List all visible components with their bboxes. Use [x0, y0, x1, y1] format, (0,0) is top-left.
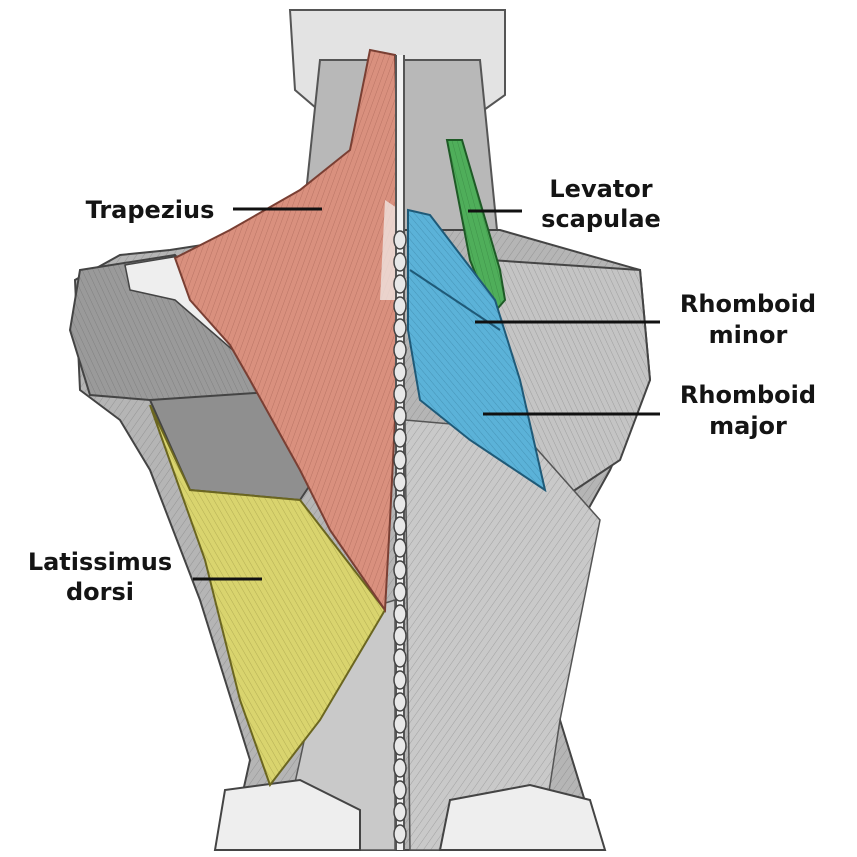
- vertebra: [393, 450, 407, 470]
- vertebral-column: [393, 55, 407, 850]
- vertebra: [393, 252, 407, 272]
- vertebra: [393, 296, 407, 316]
- vertebra: [393, 824, 407, 844]
- vertebra: [393, 384, 407, 404]
- vertebra: [393, 494, 407, 514]
- label-levator-scapulae-line2: scapulae: [541, 205, 661, 233]
- rhomboid-muscles: [407, 208, 547, 493]
- vertebra: [393, 758, 407, 778]
- vertebra: [393, 714, 407, 734]
- label-levator-scapulae-line1: Levator: [549, 175, 652, 203]
- label-trapezius: Trapezius: [86, 196, 215, 224]
- vertebra: [393, 648, 407, 668]
- vertebra: [393, 472, 407, 492]
- vertebra: [393, 516, 407, 536]
- label-rhomboid-minor-line1: Rhomboid: [680, 290, 816, 318]
- vertebra: [393, 626, 407, 646]
- levator-scapulae-muscle: [445, 139, 507, 317]
- right-iliac-crest: [438, 783, 607, 851]
- vertebra: [393, 604, 407, 624]
- label-latissimus-dorsi-line1: Latissimus: [28, 548, 172, 576]
- label-rhomboid-minor-line2: minor: [709, 321, 788, 349]
- vertebra: [393, 780, 407, 800]
- left-iliac-crest: [213, 778, 361, 851]
- vertebra: [393, 692, 407, 712]
- vertebra: [393, 230, 407, 250]
- vertebra: [393, 274, 407, 294]
- vertebra: [393, 406, 407, 426]
- vertebra: [393, 340, 407, 360]
- vertebra: [393, 318, 407, 338]
- label-rhomboid-major-line1: Rhomboid: [680, 381, 816, 409]
- label-rhomboid-major-line2: major: [709, 412, 787, 440]
- vertebra: [393, 538, 407, 558]
- vertebra: [393, 428, 407, 448]
- latissimus-dorsi-muscle: [149, 404, 387, 788]
- vertebra: [393, 802, 407, 822]
- vertebra: [393, 736, 407, 756]
- right-lower-back-hatching: [405, 420, 600, 850]
- vertebra: [393, 670, 407, 690]
- vertebra: [393, 362, 407, 382]
- vertebra: [393, 560, 407, 580]
- vertebra: [393, 582, 407, 602]
- label-latissimus-dorsi-line2: dorsi: [66, 578, 134, 606]
